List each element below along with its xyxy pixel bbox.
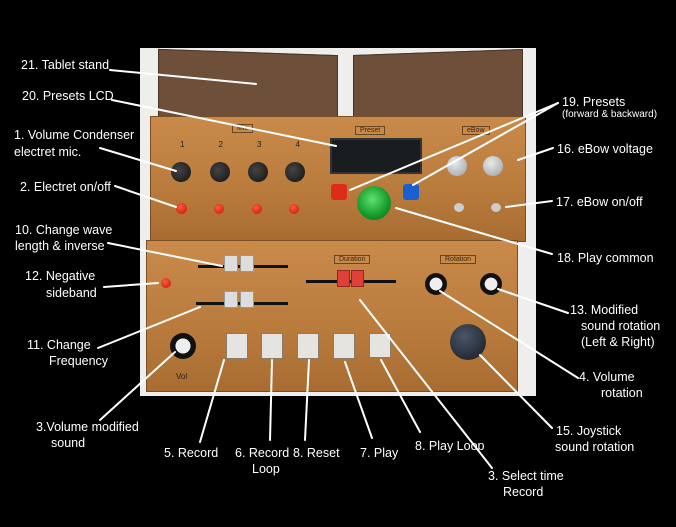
- arrow-play-loop: [380, 359, 421, 433]
- select-time-fader-2[interactable]: [351, 270, 364, 287]
- arrow-modified-rotation: [497, 288, 569, 314]
- label-modified-rotation-3: (Left & Right): [581, 335, 655, 349]
- negative-sideband-button[interactable]: [161, 278, 171, 288]
- label-volume-condenser-1: 1. Volume Condenser: [14, 128, 135, 142]
- play-button[interactable]: [333, 333, 355, 359]
- wave-inverse-fader[interactable]: [240, 255, 254, 272]
- label-negative-sideband-1: 12. Negative: [25, 269, 96, 283]
- label-record: 5. Record: [164, 446, 219, 460]
- preset-panel-label: Preset: [355, 126, 386, 135]
- frequency-fader-2[interactable]: [240, 291, 254, 308]
- mic-channel-4: 4: [295, 140, 300, 149]
- arrow-volume-modified: [99, 351, 176, 421]
- duration-panel-label: Duration: [334, 255, 371, 264]
- label-modified-rotation-2: sound rotation: [581, 319, 661, 333]
- preset-forward-button[interactable]: [403, 184, 419, 200]
- ebow-voltage-knob-1[interactable]: [447, 156, 467, 176]
- label-presets-sub: (forward & backward): [562, 109, 658, 120]
- arrow-reset: [304, 359, 310, 441]
- electret-toggle-3[interactable]: [252, 204, 262, 214]
- ebow-panel-label: eBow: [462, 126, 490, 135]
- arrow-record: [199, 359, 225, 443]
- volume-rotation-knob[interactable]: [425, 273, 447, 295]
- mic-volume-knob-3[interactable]: [248, 162, 268, 182]
- label-change-frequency-2: Frequency: [49, 354, 109, 368]
- arrow-record-loop: [269, 359, 273, 441]
- arrow-change-frequency: [97, 306, 201, 349]
- ebow-toggle-2[interactable]: [491, 203, 501, 212]
- mic-volume-knob-2[interactable]: [210, 162, 230, 182]
- arrow-volume-rotation: [439, 290, 579, 379]
- ebow-toggle-1[interactable]: [454, 203, 464, 212]
- arrow-change-wave: [107, 242, 223, 267]
- arrow-presets-backward: [349, 102, 559, 191]
- record-loop-button[interactable]: [261, 333, 283, 359]
- electret-toggle-2[interactable]: [214, 204, 224, 214]
- vol-label: Vol: [176, 372, 188, 381]
- mic-channel-2: 2: [218, 140, 223, 149]
- mic-volume-knob-1[interactable]: [171, 162, 191, 182]
- label-select-time-1: 3. Select time: [488, 469, 564, 483]
- mic-volume-knob-4[interactable]: [285, 162, 305, 182]
- label-play: 7. Play: [360, 446, 399, 460]
- label-volume-modified-2: sound: [51, 436, 86, 450]
- label-joystick-1: 15. Joystick: [556, 424, 622, 438]
- label-ebow-onoff: 17. eBow on/off: [556, 195, 643, 209]
- label-volume-condenser-2: electret mic.: [14, 145, 82, 159]
- label-change-wave-1: 10. Change wave: [15, 223, 113, 237]
- record-button[interactable]: [226, 333, 248, 359]
- label-volume-rotation-1: 4. Volume: [579, 370, 635, 384]
- arrow-play-common: [395, 207, 553, 255]
- rotation-panel-label: Rotation: [440, 255, 477, 264]
- arrow-volume-condenser: [99, 147, 177, 172]
- modified-rotation-knob[interactable]: [480, 273, 502, 295]
- arrow-presets-lcd: [111, 99, 337, 147]
- label-presets-lcd: 20. Presets LCD: [22, 89, 114, 103]
- play-common-button[interactable]: [357, 186, 391, 220]
- select-time-fader[interactable]: [337, 270, 350, 287]
- electret-toggle-1[interactable]: [176, 203, 187, 214]
- volume-modified-knob[interactable]: [170, 333, 196, 359]
- arrow-negative-sideband: [103, 282, 159, 288]
- play-loop-button[interactable]: [369, 333, 391, 358]
- label-presets: 19. Presets: [562, 95, 626, 109]
- wave-length-fader[interactable]: [224, 255, 238, 272]
- label-play-loop: 8. Play Loop: [415, 439, 485, 453]
- presets-lcd: [330, 138, 422, 174]
- label-reset: 8. Reset: [293, 446, 340, 460]
- label-electret-onoff: 2. Electret on/off: [20, 180, 111, 194]
- arrow-ebow-onoff: [505, 200, 553, 208]
- arrow-ebow-voltage: [517, 147, 554, 161]
- label-negative-sideband-2: sideband: [46, 286, 97, 300]
- label-tablet-stand: 21. Tablet stand: [21, 58, 110, 72]
- ebow-voltage-knob-2[interactable]: [483, 156, 503, 176]
- label-modified-rotation-1: 13. Modified: [570, 303, 639, 317]
- label-joystick-2: sound rotation: [555, 440, 635, 454]
- label-play-common: 18. Play common: [557, 251, 654, 265]
- reset-button[interactable]: [297, 333, 319, 359]
- arrow-tablet-stand: [109, 69, 257, 85]
- arrow-select-time: [359, 299, 493, 469]
- label-record-loop-2: Loop: [252, 462, 280, 476]
- label-change-wave-2: length & inverse: [15, 239, 105, 253]
- mic-channel-1: 1: [180, 140, 185, 149]
- label-volume-modified-1: 3.Volume modified: [36, 420, 139, 434]
- label-volume-rotation-2: rotation: [601, 386, 643, 400]
- arrow-presets-forward: [412, 102, 559, 186]
- frequency-fader[interactable]: [224, 291, 238, 308]
- preset-backward-button[interactable]: [331, 184, 347, 200]
- electret-toggle-4[interactable]: [289, 204, 299, 214]
- label-change-frequency-1: 11. Change: [27, 338, 91, 352]
- label-ebow-voltage: 16. eBow voltage: [557, 142, 653, 156]
- arrow-joystick: [479, 354, 553, 429]
- arrow-play: [344, 361, 373, 439]
- label-select-time-2: Record: [503, 485, 544, 499]
- mic-channel-3: 3: [257, 140, 262, 149]
- label-record-loop-1: 6. Record: [235, 446, 290, 460]
- arrow-electret: [114, 185, 177, 208]
